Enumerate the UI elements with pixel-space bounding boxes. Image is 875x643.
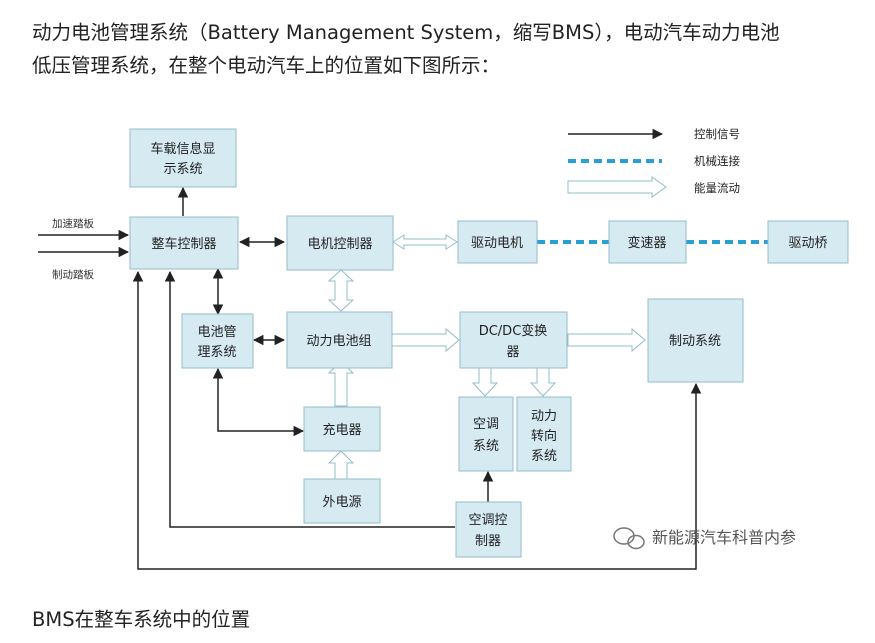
bms-label-2: 理系统	[197, 345, 236, 360]
signal-vcu-brake	[132, 270, 702, 570]
gearbox-label: 变速器	[627, 235, 666, 251]
external-power-label: 外电源	[322, 495, 361, 510]
box-dcdc: DC/DC变换 器	[459, 311, 568, 369]
energy-dcdc-brake	[567, 327, 646, 353]
motor-controller-label: 电机控制器	[307, 237, 372, 252]
charger-label: 充电器	[322, 422, 361, 438]
accel-pedal-label: 加速踏板	[52, 217, 94, 230]
bms-label-1: 电池管	[197, 325, 236, 340]
brake-system-label: 制动系统	[669, 334, 721, 349]
ac-label-2: 系统	[473, 439, 499, 454]
energy-motorctrl-battery	[327, 269, 355, 312]
box-bms: 电池管 理系统	[181, 313, 254, 369]
bms-diagram-figure: 控制信号 机械连接 能量流动	[22, 104, 875, 587]
bms-diagram: 控制信号 机械连接 能量流动	[38, 127, 849, 570]
dcdc-label-1: DC/DC变换	[479, 323, 548, 339]
dcdc-label-2: 器	[506, 345, 519, 360]
energy-extpower-charger	[327, 450, 355, 480]
steering-label-1: 动力	[531, 409, 557, 424]
box-drive-axle: 驱动桥	[767, 220, 849, 264]
box-power-steering: 动力 转向 系统	[516, 396, 572, 472]
watermark-text: 新能源汽车科普内参	[652, 528, 796, 547]
display-label-1: 车载信息显	[150, 141, 215, 157]
signal-lines	[38, 186, 702, 570]
legend-energy-arrow	[567, 176, 667, 198]
vcu-label: 整车控制器	[151, 236, 216, 252]
ac-controller-label-2: 制器	[475, 534, 501, 549]
box-external-power: 外电源	[303, 478, 381, 524]
intro-paragraph: 动力电池管理系统（Battery Management System，缩写BMS…	[32, 16, 875, 82]
box-motor-controller: 电机控制器	[286, 215, 394, 271]
box-battery-pack: 动力电池组	[286, 311, 393, 369]
legend-energy-flow: 能量流动	[694, 181, 740, 195]
box-ac-controller: 空调控 制器	[455, 501, 522, 558]
figure-caption: BMS在整车系统中的位置	[32, 608, 251, 631]
wechat-icon	[613, 527, 645, 550]
box-drive-motor: 驱动电机	[457, 220, 538, 264]
box-gearbox: 变速器	[608, 220, 687, 264]
ac-label-1: 空调	[473, 417, 499, 432]
legend-control-signal: 控制信号	[694, 127, 740, 141]
steering-label-3: 系统	[531, 449, 557, 464]
battery-pack-label: 动力电池组	[306, 334, 371, 349]
brake-pedal-label: 制动踏板	[52, 268, 94, 281]
ac-controller-label-1: 空调控	[468, 513, 507, 528]
legend: 控制信号 机械连接 能量流动	[567, 127, 740, 198]
steering-label-2: 转向	[531, 428, 557, 444]
signal-bms-charger	[212, 367, 305, 437]
box-vcu: 整车控制器	[129, 216, 239, 270]
box-charger: 充电器	[303, 406, 381, 452]
legend-mechanical-link: 机械连接	[694, 154, 740, 168]
energy-dcdc-steering	[529, 367, 557, 397]
energy-dcdc-ac	[471, 367, 499, 397]
drive-axle-label: 驱动桥	[788, 236, 827, 251]
drive-motor-label: 驱动电机	[471, 236, 523, 251]
display-label-2: 示系统	[163, 162, 202, 177]
energy-motorctrl-drivemotor	[392, 234, 458, 250]
box-brake-system: 制动系统	[647, 298, 744, 383]
watermark: 新能源汽车科普内参	[613, 527, 796, 550]
box-display-system: 车载信息显 示系统	[129, 128, 237, 188]
intro-line-1: 动力电池管理系统（Battery Management System，缩写BMS…	[32, 21, 780, 44]
energy-battery-dcdc	[391, 327, 460, 353]
box-ac-system: 空调 系统	[458, 396, 514, 472]
intro-line-2: 低压管理系统，在整个电动汽车上的位置如下图所示：	[32, 54, 501, 77]
